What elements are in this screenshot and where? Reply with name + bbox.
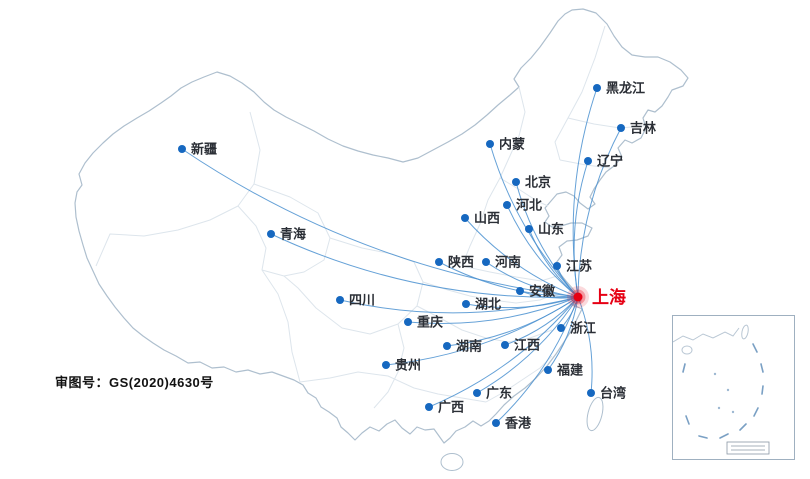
shanghai-label: 上海 bbox=[592, 287, 626, 307]
province-dot bbox=[492, 419, 500, 427]
province-label: 黑龙江 bbox=[606, 81, 645, 96]
province-label: 湖南 bbox=[456, 339, 482, 354]
flight-line bbox=[476, 296, 579, 394]
flight-line bbox=[577, 296, 593, 394]
inset-hainan bbox=[681, 345, 693, 355]
province-dot bbox=[617, 124, 625, 132]
province-label: 陕西 bbox=[448, 255, 474, 270]
flight-line bbox=[504, 296, 579, 346]
province-dot bbox=[553, 262, 561, 270]
province-label: 湖北 bbox=[475, 297, 501, 312]
province-label: 江西 bbox=[514, 338, 540, 353]
flight-line bbox=[573, 160, 589, 298]
flight-line bbox=[438, 261, 579, 298]
flight-line bbox=[489, 143, 579, 298]
province-label: 香港 bbox=[504, 416, 532, 431]
province-dot bbox=[482, 258, 490, 266]
map-approval-number: 审图号：GS(2020)4630号 bbox=[55, 375, 214, 390]
province-label: 台湾 bbox=[600, 386, 626, 401]
province-dot bbox=[486, 140, 494, 148]
inset-taiwan bbox=[741, 324, 749, 340]
inset-scale-bar bbox=[726, 441, 770, 455]
flight-line bbox=[515, 181, 579, 298]
province-label: 四川 bbox=[349, 293, 375, 308]
province-label: 江苏 bbox=[566, 259, 592, 274]
province-label: 吉林 bbox=[630, 121, 656, 136]
province-label: 安徽 bbox=[529, 284, 556, 299]
province-label: 河北 bbox=[516, 198, 542, 213]
province-dot bbox=[557, 324, 565, 332]
province-dot bbox=[473, 389, 481, 397]
flight-line bbox=[528, 228, 579, 298]
flight-line bbox=[577, 127, 622, 298]
province-dot bbox=[584, 157, 592, 165]
province-dot bbox=[516, 287, 524, 295]
province-dot bbox=[587, 389, 595, 397]
flight-line bbox=[385, 296, 579, 366]
province-dot bbox=[462, 300, 470, 308]
province-dot bbox=[336, 296, 344, 304]
province-label: 浙江 bbox=[570, 321, 596, 336]
flight-line bbox=[519, 290, 579, 299]
province-label: 青海 bbox=[280, 227, 306, 242]
province-dot bbox=[544, 366, 552, 374]
shanghai-marker bbox=[573, 292, 583, 302]
province-label: 山东 bbox=[538, 222, 564, 237]
province-dot bbox=[461, 214, 469, 222]
province-label: 广东 bbox=[486, 386, 512, 401]
province-dot bbox=[593, 84, 601, 92]
inset-coastline bbox=[673, 327, 740, 343]
flight-line bbox=[407, 296, 579, 325]
south-china-sea-inset bbox=[672, 315, 795, 460]
province-dot bbox=[525, 225, 533, 233]
flight-line bbox=[495, 296, 579, 424]
province-dot bbox=[425, 403, 433, 411]
province-label: 山西 bbox=[474, 211, 500, 226]
china-map-outline bbox=[74, 8, 689, 444]
flight-line bbox=[270, 233, 579, 298]
flight-lines-layer bbox=[181, 87, 622, 424]
province-label: 辽宁 bbox=[597, 154, 623, 169]
flight-line bbox=[547, 296, 579, 371]
province-dot bbox=[382, 361, 390, 369]
province-label: 新疆 bbox=[191, 142, 217, 157]
flight-line bbox=[485, 261, 579, 298]
province-dot bbox=[404, 318, 412, 326]
province-label: 河南 bbox=[495, 255, 521, 270]
province-dot bbox=[503, 201, 511, 209]
province-label: 内蒙 bbox=[499, 137, 525, 152]
province-dot bbox=[267, 230, 275, 238]
province-dot bbox=[435, 258, 443, 266]
taiwan-island bbox=[586, 396, 604, 432]
province-label: 重庆 bbox=[417, 315, 443, 330]
flight-line bbox=[428, 296, 579, 408]
province-dot bbox=[512, 178, 520, 186]
province-label: 北京 bbox=[525, 175, 551, 190]
province-dot bbox=[501, 341, 509, 349]
province-borders bbox=[95, 25, 645, 409]
province-dot bbox=[443, 342, 451, 350]
inset-islets bbox=[713, 372, 735, 414]
flight-line bbox=[465, 296, 579, 309]
province-label: 福建 bbox=[556, 363, 583, 378]
hainan-island bbox=[440, 453, 464, 471]
nine-dash-line bbox=[682, 343, 764, 439]
inset-map bbox=[673, 324, 770, 455]
flight-line bbox=[464, 217, 579, 298]
province-dot bbox=[178, 145, 186, 153]
province-label: 贵州 bbox=[395, 358, 421, 373]
province-label: 广西 bbox=[438, 400, 464, 415]
